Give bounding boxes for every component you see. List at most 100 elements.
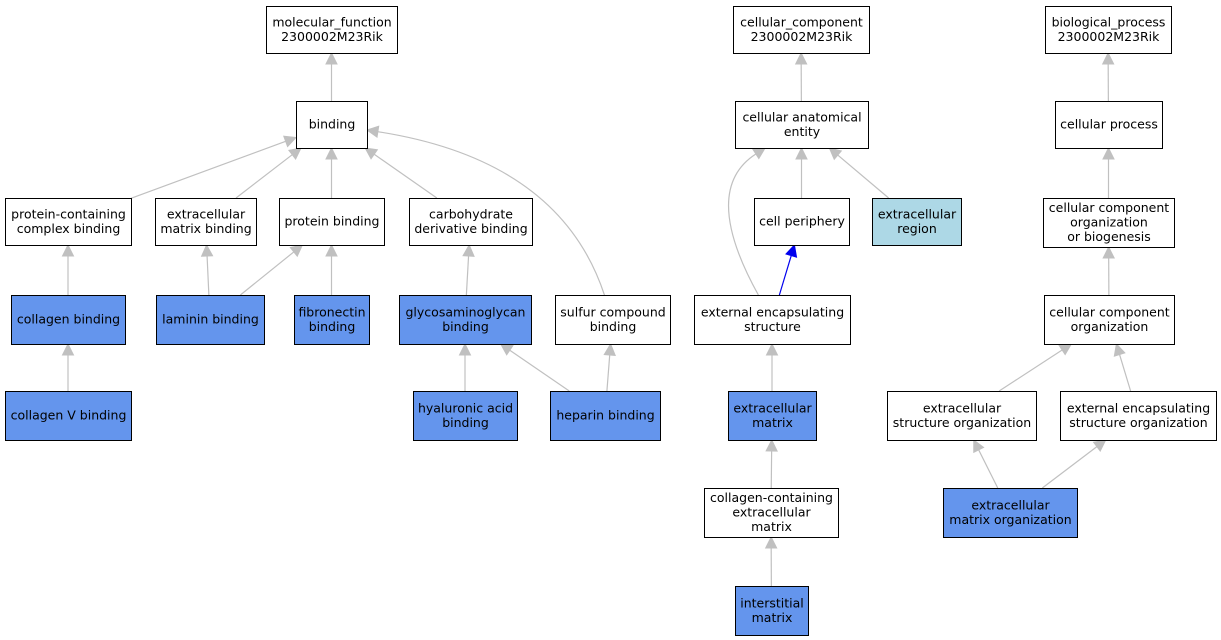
node-label-line: or biogenesis [1067,229,1151,244]
node-box [399,295,532,345]
node-label-line: extracellular [971,497,1050,512]
go-term-node-protein-binding[interactable]: protein binding [279,198,385,246]
node-label-line: binding [442,415,489,430]
node-box [943,488,1078,538]
node-label-line: hyaluronic acid [418,400,513,415]
node-box [735,101,869,149]
arrowhead-icon [785,243,798,258]
arrowhead-icon [1101,51,1115,65]
node-box [733,6,870,54]
arrowhead-icon [1092,439,1107,452]
go-term-node-collagen-binding[interactable]: collagen binding [11,295,126,345]
node-box [296,101,368,149]
edge-is-a-sulfur-compound-binding-to-binding [377,131,606,296]
arrowhead-icon [499,343,514,356]
node-box [1055,101,1163,149]
node-box [872,198,962,246]
go-term-node-cell-periphery[interactable]: cell periphery [754,198,850,246]
edge-is-a-extracellular-matrix-organization-to-extracellular-structure-organization [978,449,999,489]
node-label-line: 2300002M23Rik [281,29,384,44]
node-box [266,6,398,54]
node-label-line: structure organization [893,415,1031,430]
node-box [409,198,533,246]
go-term-node-heparin-binding[interactable]: heparin binding [550,391,661,441]
edge-is-a-protein-containing-complex-binding-to-binding [130,140,286,199]
node-label-line: protein binding [284,214,379,229]
edges-layer [61,51,1132,587]
edge-part-of-external-encapsulating-structure-to-cell-periphery [778,255,792,296]
node-label-line: cellular process [1060,117,1158,132]
node-label-line: collagen-containing [710,490,833,505]
node-label-line: organization [1070,215,1148,230]
node-label-line: binding [309,117,356,132]
node-label-line: external encapsulating [1067,400,1210,415]
go-term-node-cellular-process[interactable]: cellular process [1055,101,1163,149]
node-label-line: cell periphery [759,214,845,229]
arrowhead-icon [1102,146,1115,160]
edge-is-a-external-encapsulating-structure-to-cellular-anatomical-entity [727,153,759,296]
edge-is-a-laminin-binding-to-protein-binding [239,251,295,296]
arrowhead-icon [752,147,767,160]
node-label-line: binding [442,319,489,334]
node-label-line: extracellular [923,400,1002,415]
node-box [279,198,385,246]
node-box [550,391,661,441]
arrowhead-icon [325,51,338,65]
node-label-line: interstitial [740,595,804,610]
node-label-line: glycosaminoglycan [406,304,526,319]
node-label-line: external encapsulating [701,304,844,319]
node-label-line: fibronectin [298,304,365,319]
node-label-line: extracellular [878,206,957,221]
edge-is-a-heparin-binding-to-glycosaminoglycan-binding [509,349,570,392]
node-label-line: structure [744,319,801,334]
node-label-line: carbohydrate [429,206,513,221]
arrowhead-icon [200,243,214,257]
node-label-line: laminin binding [162,312,259,327]
node-label-line: matrix organization [949,512,1071,527]
arrowhead-icon [462,243,475,257]
node-label-line: complex binding [17,221,121,236]
node-label-line: collagen V binding [11,408,127,423]
node-label-line: sulfur compound [560,304,665,319]
node-label-line: heparin binding [556,408,654,423]
arrowhead-icon [794,51,808,65]
arrowhead-icon [325,243,338,257]
go-term-node-binding[interactable]: binding [296,101,368,149]
arrowhead-icon [325,146,338,160]
node-box [155,198,257,246]
arrowhead-icon [364,147,379,160]
node-box [413,391,518,441]
edge-is-a-extracellular-matrix-organization-to-external-encapsulating-structure-organization [1041,446,1098,489]
go-term-node-collagen-v-binding[interactable]: collagen V binding [5,391,132,441]
node-label-line: entity [784,124,821,139]
node-label-line: 2300002M23Rik [751,29,854,44]
node-box [1060,391,1217,441]
node-box [754,198,850,246]
node-label-line: organization [1071,319,1149,334]
go-term-node-laminin-binding[interactable]: laminin binding [156,295,265,345]
